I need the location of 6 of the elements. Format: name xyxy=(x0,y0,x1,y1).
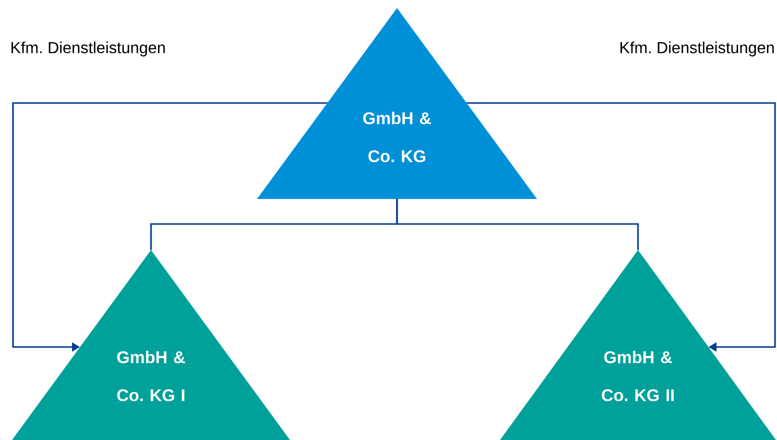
triangle: GmbH & Co. KG xyxy=(257,8,537,199)
triangle: GmbH & Co. KG I xyxy=(12,250,290,440)
edge-label: Kfm. Dienstleistungen xyxy=(620,42,774,56)
triangle: GmbH & Co. KG II xyxy=(500,250,776,440)
edge-label: Kfm. Dienstleistungen xyxy=(12,42,165,56)
arrow xyxy=(466,102,776,352)
